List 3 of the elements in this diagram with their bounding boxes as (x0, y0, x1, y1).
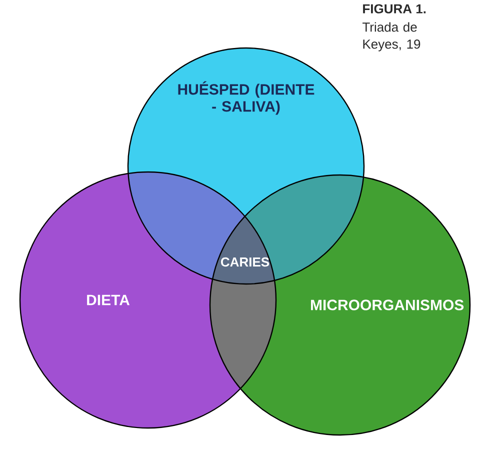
figure-caption: Triada de Keyes, 19 (362, 22, 420, 52)
figure-number: FIGURA 1. (363, 4, 426, 14)
intersection-label: CARIES (220, 257, 270, 267)
